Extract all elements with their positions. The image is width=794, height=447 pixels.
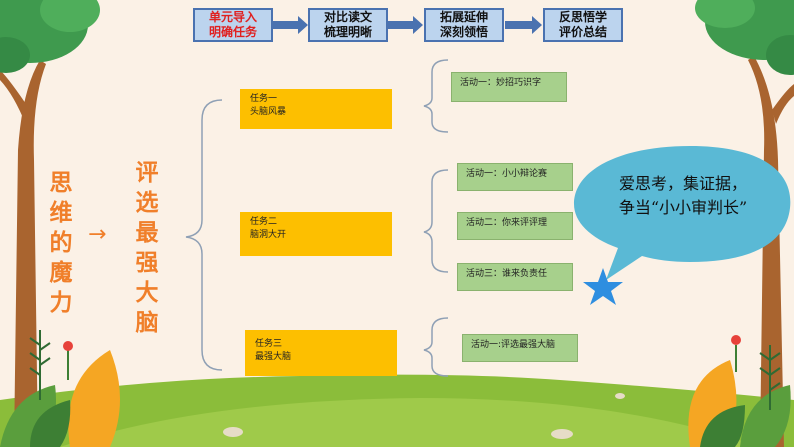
mid-title: 评 选 最 强 大 脑 xyxy=(132,158,162,338)
flow-step-4-line2: 评价总结 xyxy=(558,25,607,39)
flow-step-3-line2: 深刻领悟 xyxy=(439,25,488,39)
left-tree-trunk xyxy=(14,60,46,447)
flow-step-2: 对比读文 梳理明晰 xyxy=(308,8,388,42)
mid-title-char: 选 xyxy=(135,189,159,216)
right-tree-leaves xyxy=(766,35,794,75)
right-leaf xyxy=(700,405,745,447)
task2-brace xyxy=(423,169,449,273)
left-brace xyxy=(185,99,223,371)
rock xyxy=(223,427,243,437)
flow-arrow xyxy=(505,16,542,34)
flow-step-2-line2: 梳理明晰 xyxy=(323,25,372,39)
task-1: 任务一 头脑风暴 xyxy=(240,89,392,129)
flow-arrow xyxy=(387,16,423,34)
mid-title-char: 强 xyxy=(135,249,159,276)
speech-bubble xyxy=(574,146,791,280)
flow-step-1-line1: 单元导入 xyxy=(208,10,257,24)
right-tree-branch xyxy=(772,84,794,124)
activity-1: 活动一：妙招巧识字 xyxy=(451,72,567,102)
right-leaf xyxy=(740,385,791,447)
left-title-char: 维 xyxy=(49,199,73,226)
bubble-line-1: 爱思考，集证据， xyxy=(618,174,747,193)
flow-step-4-line1: 反思悟学 xyxy=(558,10,607,24)
right-tree-trunk xyxy=(748,56,784,447)
mid-title-char: 脑 xyxy=(135,309,159,336)
task-2-name: 任务二 xyxy=(250,217,278,227)
task-2: 任务二 脑洞大开 xyxy=(240,212,392,256)
task-1-desc: 头脑风暴 xyxy=(250,107,287,117)
left-tree-branch xyxy=(0,70,30,125)
right-tree-leaves xyxy=(695,0,755,28)
task1-brace xyxy=(423,59,449,133)
rock xyxy=(615,393,625,399)
title-arrow: → xyxy=(88,222,107,247)
task-3-desc: 最强大脑 xyxy=(255,352,292,362)
left-leaf xyxy=(30,400,71,447)
flow-step-1-line2: 明确任务 xyxy=(208,25,257,39)
left-title-char: 的 xyxy=(49,229,73,256)
activity-3: 活动二：你来评评理 xyxy=(457,212,573,240)
left-title-char: 力 xyxy=(49,289,73,316)
flow-step-1: 单元导入 明确任务 xyxy=(193,8,273,42)
left-fern xyxy=(29,330,51,400)
left-title-char: 思 xyxy=(49,169,73,196)
activity-2: 活动一：小小辩论赛 xyxy=(457,163,573,191)
right-flower xyxy=(731,335,741,345)
star-icon xyxy=(583,268,623,305)
flow-step-4: 反思悟学 评价总结 xyxy=(543,8,623,42)
task-3-name: 任务三 xyxy=(255,339,283,349)
task-1-name: 任务一 xyxy=(250,94,278,104)
task3-brace xyxy=(423,317,449,377)
rock xyxy=(551,429,573,439)
flow-step-2-line1: 对比读文 xyxy=(323,10,372,24)
left-flower xyxy=(63,341,73,351)
mid-title-char: 评 xyxy=(135,159,159,186)
left-tree-leaves xyxy=(0,37,30,73)
bubble-text: 爱思考，集证据， 争当“小小审判长” xyxy=(578,172,788,220)
left-tree-leaves xyxy=(40,0,100,32)
right-fern xyxy=(759,345,781,410)
activity-5: 活动一:评选最强大脑 xyxy=(462,334,578,362)
flow-step-3-line1: 拓展延伸 xyxy=(439,10,488,24)
bubble-line-2: 争当“小小审判长” xyxy=(618,198,748,217)
mid-title-char: 大 xyxy=(135,279,159,306)
left-title-char: 魔 xyxy=(49,259,73,286)
task-3: 任务三 最强大脑 xyxy=(245,330,397,376)
mid-title-char: 最 xyxy=(135,219,159,246)
flow-step-3: 拓展延伸 深刻领悟 xyxy=(424,8,504,42)
left-title: 思 维 的 魔 力 xyxy=(46,168,76,318)
left-big-leaf xyxy=(68,350,120,447)
task-2-desc: 脑洞大开 xyxy=(250,230,287,240)
activity-4: 活动三：谁来负责任 xyxy=(457,263,573,291)
flow-arrow xyxy=(272,16,308,34)
